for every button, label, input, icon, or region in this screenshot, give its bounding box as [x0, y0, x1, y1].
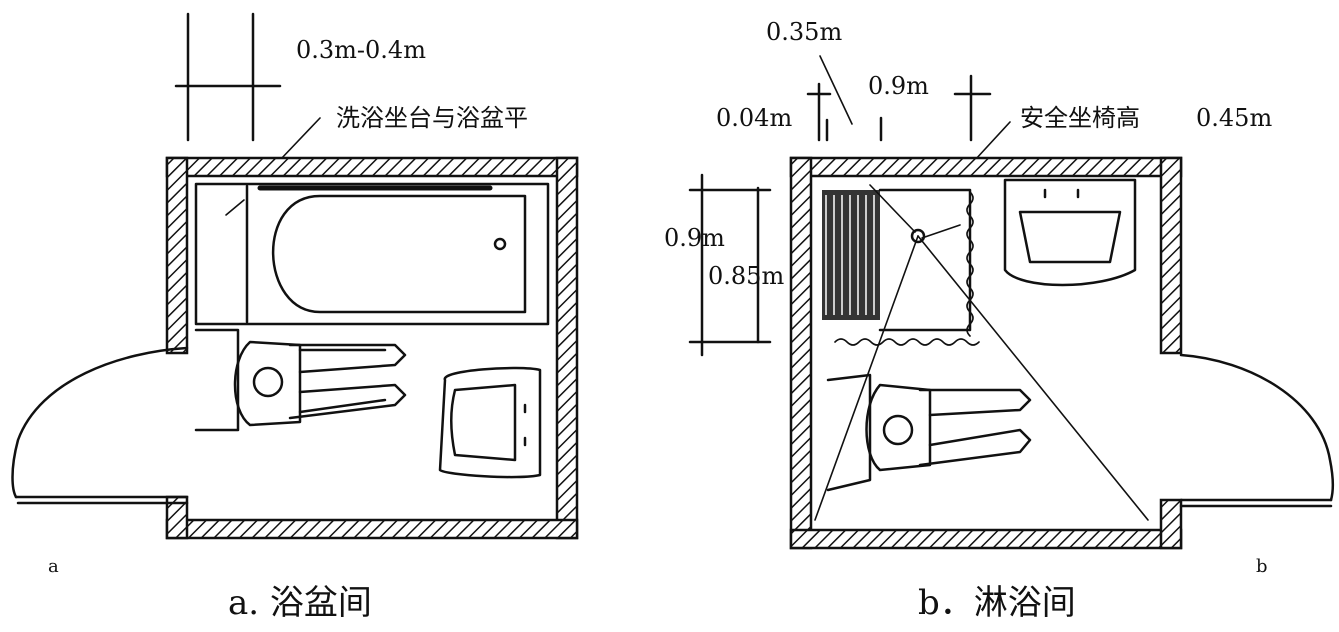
panel-b-note: 安全坐椅高 — [1020, 104, 1140, 132]
panel-a-caption: a. 浴盆间 — [228, 583, 372, 623]
panel-b-reach-lines — [814, 235, 1149, 521]
panel-b-corner-letter: b — [1256, 556, 1268, 577]
panel-b-walls — [789, 156, 1183, 550]
panel-a-basin — [438, 366, 542, 479]
panel-b-dim-small: 0.04m — [716, 104, 792, 132]
panel-a-door-swing — [11, 346, 189, 505]
panel-b-washbasin — [1003, 178, 1137, 287]
panel-a-bathtub-room: 0.3m-0.4m 洗浴坐台与浴盆平 — [11, 12, 579, 623]
panel-b-side-dimension-lines — [688, 173, 772, 357]
panel-b-dim-side-outer: 0.9m — [664, 224, 725, 252]
panel-b-dim-side-inner: 0.85m — [708, 262, 784, 290]
panel-b-note-value: 0.45m — [1196, 104, 1272, 132]
panel-b-shower-room: 0.35m 0.04m 0.9m 安全坐椅高 0.45m 0.9m 0.85m — [664, 18, 1334, 623]
panel-b-door-swing — [1179, 353, 1334, 508]
panel-a-dimension-label: 0.3m-0.4m — [296, 36, 426, 64]
panel-b-dim-top-mid: 0.9m — [868, 72, 929, 100]
panel-b-caption: b．淋浴间 — [918, 583, 1076, 623]
panel-a-walls — [165, 156, 579, 540]
panel-b-dim-top-left: 0.35m — [766, 18, 842, 46]
panel-a-corner-letter: a — [48, 556, 59, 577]
panel-a-dimension-lines — [174, 12, 321, 161]
panel-a-note: 洗浴坐台与浴盆平 — [336, 104, 528, 132]
panel-a-wheelchair — [194, 328, 407, 432]
panel-a-bathtub — [194, 182, 550, 326]
panel-b-shower-seat — [822, 184, 980, 346]
panel-b-dimension-lines — [806, 55, 1011, 161]
panel-b-wheelchair — [826, 373, 1032, 492]
